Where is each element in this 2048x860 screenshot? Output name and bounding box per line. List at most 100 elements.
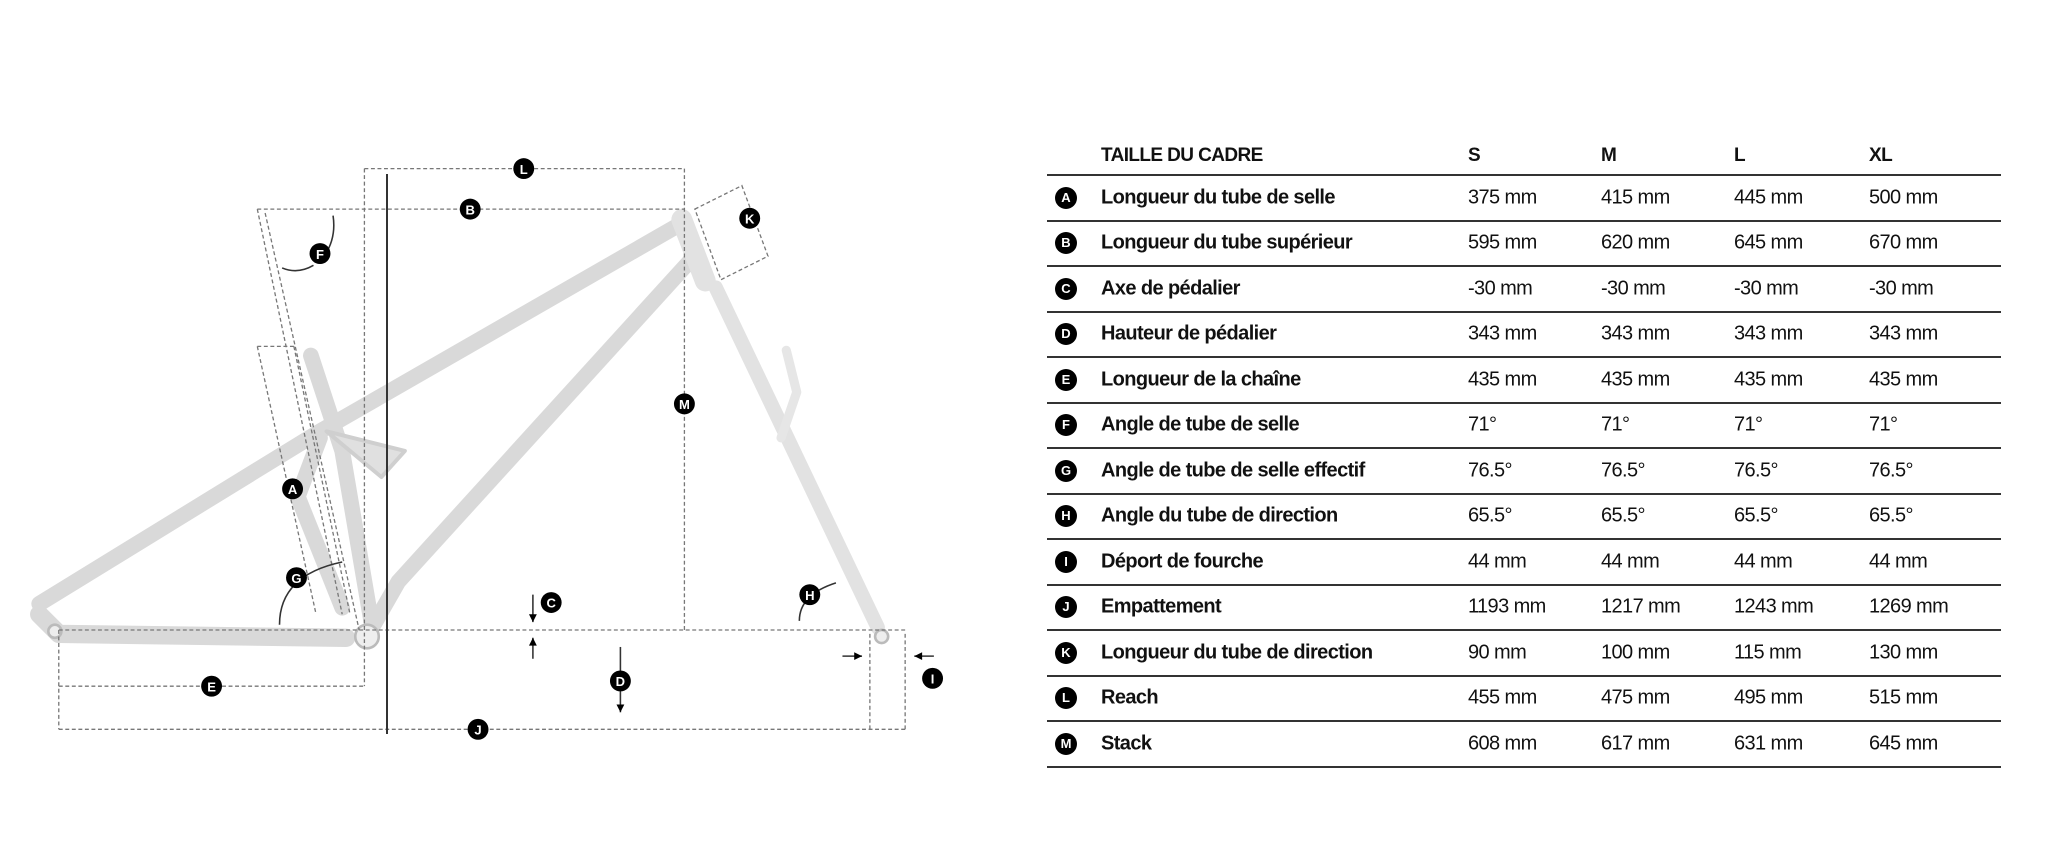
row-value: 375 mm <box>1468 186 1537 209</box>
row-value: 645 mm <box>1734 231 1803 254</box>
head-tube <box>671 209 716 292</box>
row-value: 343 mm <box>1869 322 1938 345</box>
marker-E: E <box>201 675 223 697</box>
dimension-marker-icon: H <box>1055 505 1077 528</box>
svg-text:E: E <box>207 679 216 694</box>
row-value: 100 mm <box>1601 641 1670 664</box>
row-value: 44 mm <box>1869 550 1928 573</box>
row-value: 1269 mm <box>1869 595 1949 618</box>
row-value: 71° <box>1869 413 1898 436</box>
row-value: 435 mm <box>1734 368 1803 391</box>
svg-text:B: B <box>465 202 474 217</box>
dimension-marker-icon: M <box>1055 732 1077 755</box>
row-value: 455 mm <box>1468 686 1537 709</box>
row-label: Longueur du tube supérieur <box>1101 231 1353 254</box>
marker-H: H <box>799 584 821 606</box>
marker-D: D <box>609 670 631 692</box>
bike-frame <box>30 209 890 650</box>
row-value: 608 mm <box>1468 732 1537 755</box>
row-value: -30 mm <box>1468 277 1533 300</box>
dimension-marker-icon: I <box>1055 550 1077 573</box>
row-label: Hauteur de pédalier <box>1101 322 1277 345</box>
table-row: I Déport de fourche 44 mm 44 mm 44 mm 44 mm <box>1047 540 2001 586</box>
row-value: 90 mm <box>1468 641 1527 664</box>
row-value: 495 mm <box>1734 686 1803 709</box>
row-value: 435 mm <box>1468 368 1537 391</box>
row-label: Stack <box>1101 732 1152 755</box>
row-value: 44 mm <box>1601 550 1660 573</box>
marker-B: B <box>459 198 481 220</box>
header-size: L <box>1734 145 1746 166</box>
row-value: 631 mm <box>1734 732 1803 755</box>
row-value: 71° <box>1734 413 1763 436</box>
row-label: Angle de tube de selle <box>1101 413 1300 436</box>
row-label: Déport de fourche <box>1101 550 1264 573</box>
svg-text:F: F <box>316 247 324 262</box>
marker-K: K <box>739 207 761 229</box>
row-value: -30 mm <box>1601 277 1666 300</box>
row-label: Angle de tube de selle effectif <box>1101 459 1365 482</box>
row-label: Empattement <box>1101 595 1222 618</box>
row-value: 76.5° <box>1601 459 1646 482</box>
row-value: 515 mm <box>1869 686 1938 709</box>
dimension-marker-icon: D <box>1055 323 1077 346</box>
row-value: 595 mm <box>1468 231 1537 254</box>
dimension-marker-icon: C <box>1055 277 1077 300</box>
svg-text:G: G <box>291 571 301 586</box>
row-value: 415 mm <box>1601 186 1670 209</box>
row-value: 617 mm <box>1601 732 1670 755</box>
svg-text:C: C <box>546 596 556 611</box>
rear-axle <box>47 623 63 640</box>
svg-text:M: M <box>679 397 690 412</box>
fork-arch <box>776 345 802 443</box>
row-value: 620 mm <box>1601 231 1670 254</box>
svg-text:L: L <box>520 162 528 177</box>
dimension-marker-icon: K <box>1055 641 1077 664</box>
row-value: 1243 mm <box>1734 595 1814 618</box>
dimension-lines <box>58 167 906 730</box>
fork-leg <box>708 280 885 635</box>
svg-text:I: I <box>931 672 935 687</box>
svg-text:K: K <box>745 211 755 226</box>
marker-M: M <box>673 393 695 415</box>
header-frame-size: TAILLE DU CADRE <box>1101 145 1263 166</box>
row-value: 76.5° <box>1869 459 1914 482</box>
marker-G: G <box>286 567 307 589</box>
row-value: 65.5° <box>1734 504 1779 527</box>
front-axle <box>873 628 890 645</box>
row-value: 44 mm <box>1468 550 1527 573</box>
row-value: 130 mm <box>1869 641 1938 664</box>
seat-tube <box>303 347 381 636</box>
row-value: -30 mm <box>1734 277 1799 300</box>
row-value: 44 mm <box>1734 550 1793 573</box>
row-label: Longueur de la chaîne <box>1101 368 1301 391</box>
chainstay <box>30 605 356 647</box>
table-row: K Longueur du tube de direction 90 mm 100 m… <box>1047 631 2001 677</box>
rocker-link <box>324 429 407 480</box>
row-value: 500 mm <box>1869 186 1938 209</box>
marker-I: I <box>922 667 944 689</box>
svg-text:D: D <box>616 674 625 689</box>
row-label: Longueur du tube de direction <box>1101 641 1373 664</box>
row-value: 343 mm <box>1601 322 1670 345</box>
dimension-marker-icon: E <box>1055 368 1077 391</box>
dimension-markers: L B F K M A G C H D E J I <box>201 158 944 740</box>
dimension-marker-icon: J <box>1055 596 1077 619</box>
table-column-divider <box>386 174 388 734</box>
row-value: 670 mm <box>1869 231 1938 254</box>
row-value: 65.5° <box>1601 504 1646 527</box>
row-value: 65.5° <box>1468 504 1513 527</box>
row-value: 645 mm <box>1869 732 1938 755</box>
row-value: 65.5° <box>1869 504 1914 527</box>
